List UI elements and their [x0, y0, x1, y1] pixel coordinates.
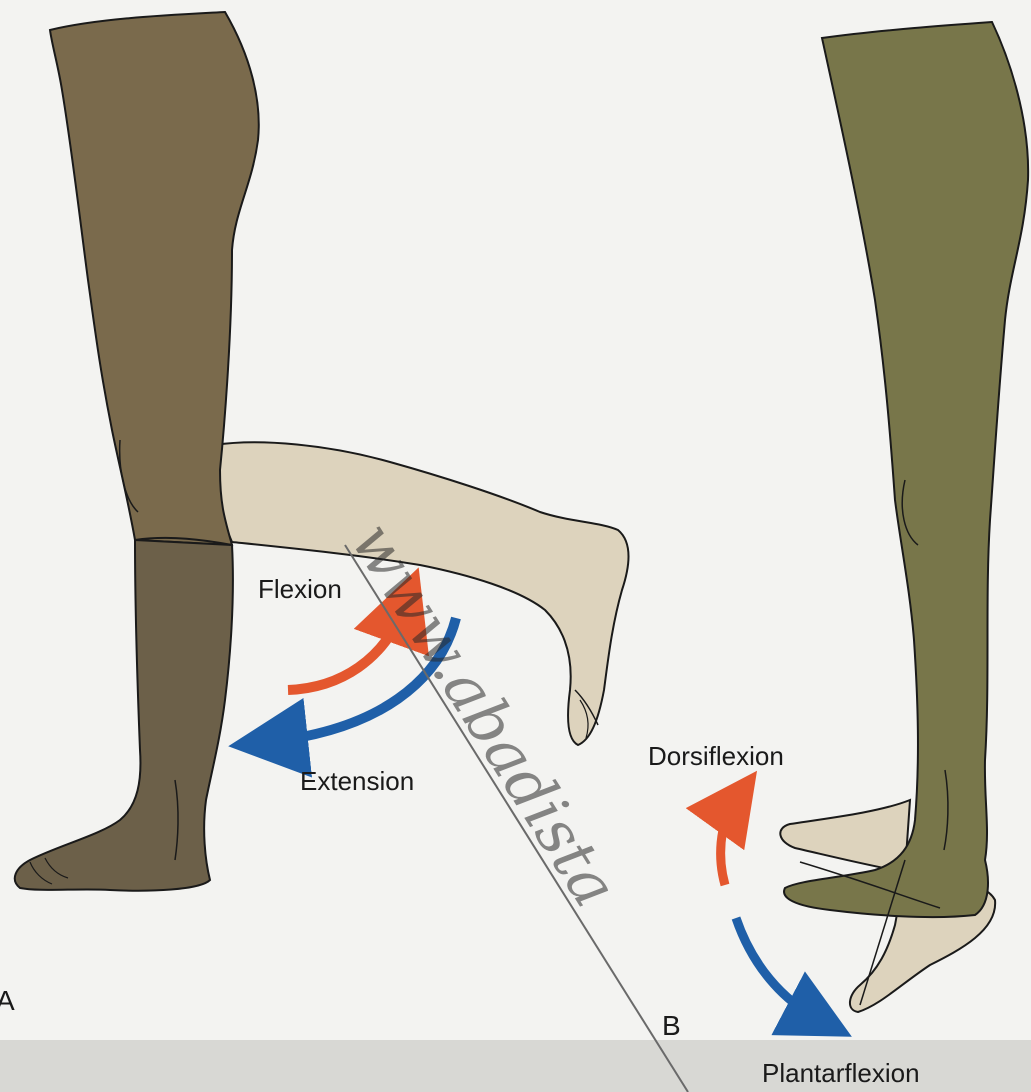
plantarflexion-label: Plantarflexion [762, 1058, 920, 1088]
flexion-label: Flexion [258, 574, 342, 604]
panel-b-letter: B [662, 1010, 681, 1041]
dorsiflexion-label: Dorsiflexion [648, 741, 784, 771]
panel-a-letter: A [0, 985, 15, 1016]
extension-label: Extension [300, 766, 414, 796]
